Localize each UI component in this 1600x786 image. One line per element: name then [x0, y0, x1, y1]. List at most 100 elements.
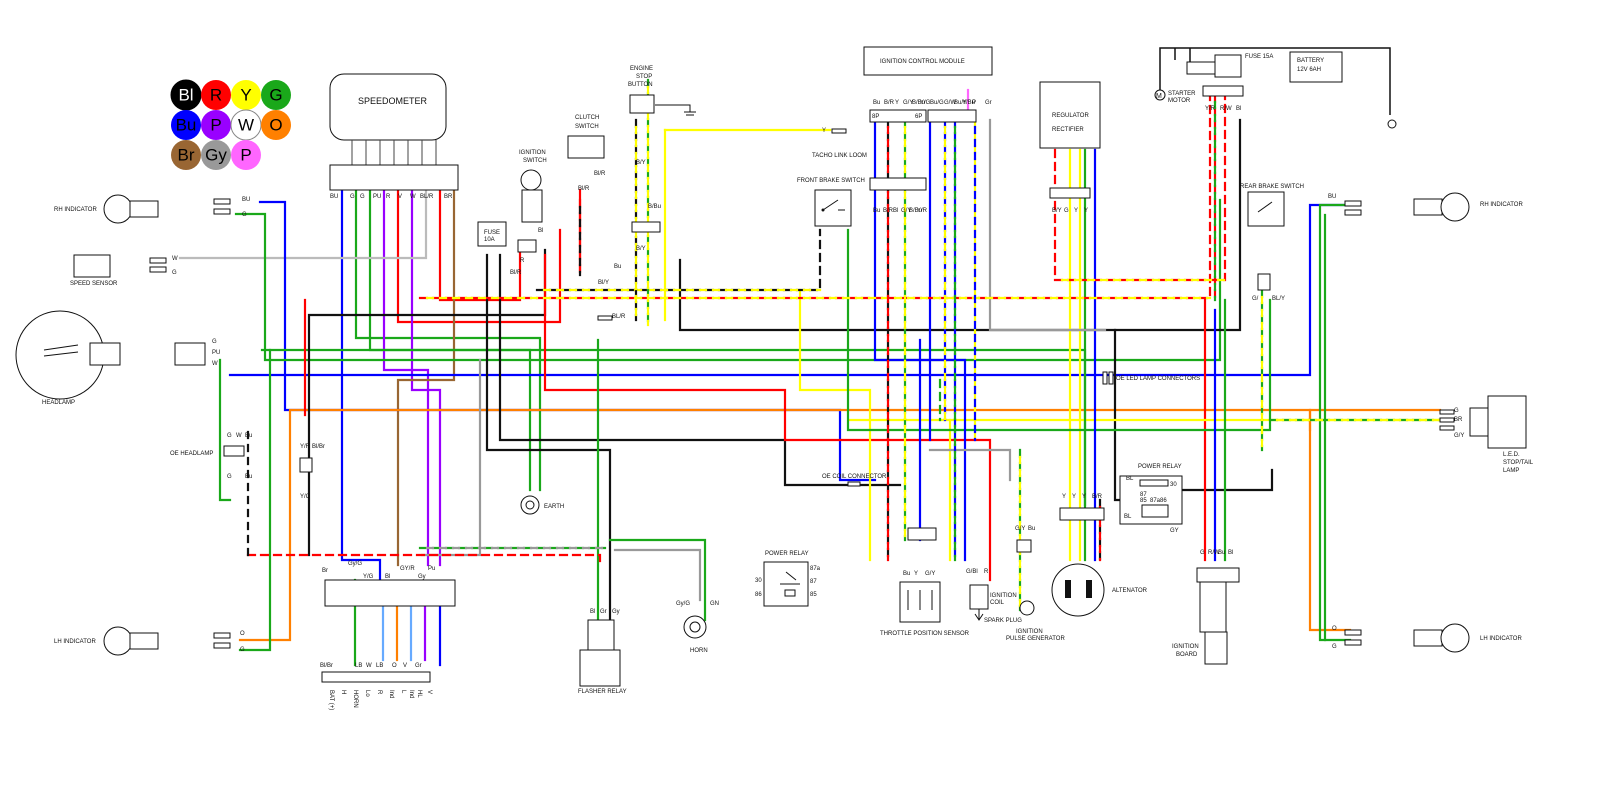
svg-text:SPEED SENSOR: SPEED SENSOR	[70, 281, 118, 287]
svg-text:COIL: COIL	[990, 600, 1005, 606]
front-brake-switch: FRONT BRAKE SWITCH	[797, 178, 865, 227]
svg-text:L: L	[400, 690, 406, 694]
svg-text:G: G	[269, 86, 282, 105]
svg-text:Bu: Bu	[1218, 550, 1225, 556]
svg-text:THROTTLE POSITION SENSOR: THROTTLE POSITION SENSOR	[880, 631, 970, 637]
svg-text:Y: Y	[1072, 494, 1076, 500]
legend-swatch: W	[230, 109, 262, 141]
svg-text:85: 85	[810, 592, 817, 598]
svg-text:G: G	[240, 647, 245, 653]
svg-text:Bl/R: Bl/R	[510, 270, 522, 276]
throttle-position-sensor: THROTTLE POSITION SENSOR Bu Y G/Y	[880, 527, 970, 637]
svg-text:FUSE 15A: FUSE 15A	[1245, 54, 1273, 60]
svg-text:PU: PU	[212, 350, 220, 356]
lh-indicator-left: LH INDICATOR O G	[54, 626, 245, 656]
svg-text:O: O	[1332, 626, 1337, 632]
svg-text:Bu/Y: Bu/Y	[954, 100, 967, 106]
svg-text:G: G	[242, 212, 247, 218]
svg-text:STARTER: STARTER	[1168, 91, 1196, 97]
svg-text:RH INDICATOR: RH INDICATOR	[54, 207, 97, 213]
svg-text:LB: LB	[355, 663, 362, 669]
ignition-board: IGNITION BOARD	[1172, 567, 1240, 665]
svg-text:Y/Bu: Y/Bu	[962, 100, 975, 106]
colour-legend: Bl R Y G Bu P W O Br Gy P	[170, 79, 291, 170]
svg-text:BL: BL	[1124, 514, 1132, 520]
svg-text:Gy: Gy	[418, 574, 426, 580]
earth: EARTH	[520, 495, 564, 515]
svg-text:Bl/Br: Bl/Br	[312, 444, 325, 450]
svg-text:LB: LB	[376, 663, 383, 669]
svg-text:V: V	[426, 690, 432, 694]
svg-text:W: W	[410, 194, 416, 200]
svg-text:HL: HL	[416, 690, 422, 698]
ignition-switch: IGNITION SWITCH	[517, 150, 547, 253]
svg-text:IGNITION: IGNITION	[1016, 629, 1043, 635]
svg-text:Gr: Gr	[985, 100, 992, 106]
svg-text:Bu: Bu	[614, 264, 621, 270]
svg-text:G/: G/	[1252, 296, 1259, 302]
svg-text:87: 87	[810, 579, 817, 585]
svg-text:W: W	[366, 663, 372, 669]
svg-text:G: G	[227, 433, 232, 439]
svg-text:P: P	[972, 100, 976, 106]
svg-text:HEADLAMP: HEADLAMP	[42, 400, 75, 406]
svg-text:IGNITION: IGNITION	[1172, 644, 1199, 650]
svg-text:B/R: B/R	[884, 100, 895, 106]
svg-text:SWITCH: SWITCH	[523, 158, 547, 164]
svg-text:Ind: Ind	[408, 690, 414, 698]
svg-text:Gy: Gy	[205, 146, 227, 165]
svg-text:P: P	[210, 116, 221, 135]
svg-text:BL/Y: BL/Y	[1272, 296, 1285, 302]
legend-swatch: Bl	[170, 79, 202, 111]
svg-text:Y: Y	[822, 128, 826, 134]
svg-text:G: G	[227, 474, 232, 480]
svg-text:Bl: Bl	[590, 609, 595, 615]
svg-text:R/W: R/W	[1220, 106, 1232, 112]
legend-swatch: P	[231, 140, 261, 170]
horn: HORN Gy/G GN	[676, 601, 719, 654]
misc-labels: Y BL/R B/Y G Y Y G R/W Bu Bl R Bl Bl/R B…	[510, 128, 1233, 556]
engine-stop-button: ENGINE STOP BUTTON	[628, 66, 696, 233]
headlamp: HEADLAMP G PU W	[15, 310, 220, 406]
svg-text:TACHO LINK LOOM: TACHO LINK LOOM	[812, 153, 867, 159]
svg-text:IGNITION: IGNITION	[990, 593, 1017, 599]
svg-text:CLUTCH: CLUTCH	[575, 115, 599, 121]
svg-text:BL: BL	[1126, 476, 1134, 482]
svg-text:SWITCH: SWITCH	[575, 124, 599, 130]
svg-text:OE LED LAMP CONNECTORS: OE LED LAMP CONNECTORS	[1116, 376, 1200, 382]
svg-text:Bl/Y: Bl/Y	[598, 280, 609, 286]
svg-text:87a86: 87a86	[1150, 498, 1167, 504]
svg-text:LH INDICATOR: LH INDICATOR	[54, 639, 96, 645]
svg-text:RH INDICATOR: RH INDICATOR	[1480, 202, 1523, 208]
svg-text:Bu: Bu	[903, 571, 910, 577]
svg-text:87a: 87a	[810, 566, 821, 572]
svg-text:PULSE GENERATOR: PULSE GENERATOR	[1006, 636, 1065, 642]
svg-text:P: P	[240, 146, 251, 165]
svg-text:IGNITION: IGNITION	[519, 150, 546, 156]
svg-text:W: W	[212, 361, 218, 367]
svg-text:HORN: HORN	[352, 690, 358, 708]
svg-text:30: 30	[755, 578, 762, 584]
svg-text:Gy/G: Gy/G	[676, 601, 690, 607]
svg-text:REAR BRAKE SWITCH: REAR BRAKE SWITCH	[1240, 184, 1304, 190]
oe-headlamp: OE HEADLAMP G W Bu G Bu Y/R Bl/Br Y/G	[170, 433, 325, 500]
power-relay-right: POWER RELAY BL 30 87 BL 85 87a86 GY	[1119, 464, 1183, 534]
svg-text:Br: Br	[178, 146, 195, 165]
svg-text:G/Bl: G/Bl	[966, 569, 978, 575]
svg-text:Y/G: Y/G	[920, 100, 931, 106]
fuse-10a: FUSE 10A	[477, 221, 507, 247]
svg-text:Br: Br	[322, 568, 328, 574]
svg-text:R: R	[520, 258, 525, 264]
svg-text:BOARD: BOARD	[1176, 652, 1198, 658]
svg-text:Bu: Bu	[1028, 526, 1035, 532]
svg-text:G/Y: G/Y	[1454, 433, 1464, 439]
svg-text:R/W: R/W	[1208, 550, 1220, 556]
rh-indicator-right: RH INDICATOR BU	[1328, 192, 1523, 222]
svg-text:Gr: Gr	[600, 609, 607, 615]
svg-text:B/Y: B/Y	[1052, 208, 1062, 214]
svg-text:Gr: Gr	[415, 663, 422, 669]
svg-text:O: O	[392, 663, 397, 669]
svg-text:Bu: Bu	[245, 433, 252, 439]
svg-text:POWER RELAY: POWER RELAY	[765, 551, 809, 557]
svg-text:R: R	[210, 86, 222, 105]
